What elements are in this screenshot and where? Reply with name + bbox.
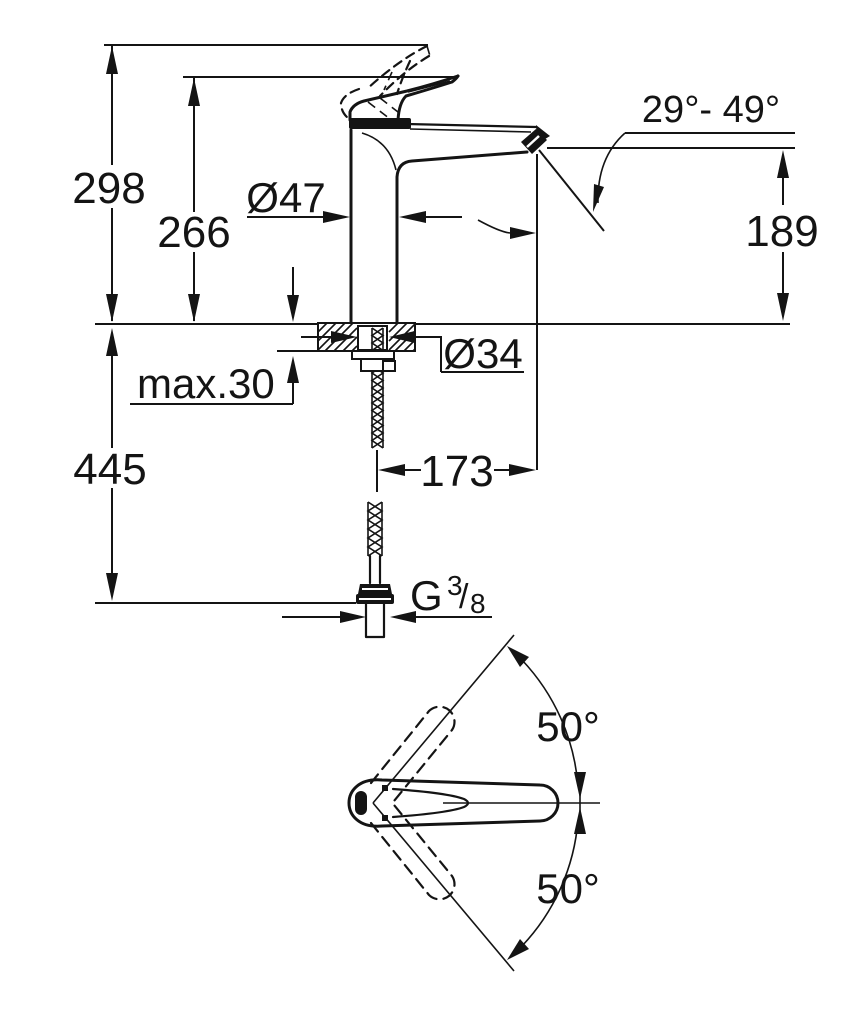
body-right-edge-spout-bottom bbox=[395, 150, 529, 325]
dim-outlet-height-label: 189 bbox=[745, 207, 818, 256]
handle-dot-lower bbox=[382, 815, 388, 821]
dim-swivel-lower: 50° bbox=[507, 807, 600, 960]
connector-tube bbox=[364, 602, 386, 639]
thread-label-slash: / bbox=[459, 578, 469, 616]
raised-handle-bottom-edge bbox=[378, 54, 431, 98]
dim-spray-angle-label: 29°- 49° bbox=[642, 89, 780, 131]
dim-swivel-upper-label: 50° bbox=[536, 703, 600, 750]
handle-swivel-dashed-positions bbox=[369, 705, 456, 901]
handle-top-edge bbox=[348, 74, 460, 122]
stream-angle-line bbox=[538, 149, 605, 232]
dim-overall-height-label: 298 bbox=[72, 164, 145, 213]
dim-spout-reach: 173 bbox=[378, 447, 536, 496]
spout-top-edge bbox=[405, 122, 538, 129]
top-view: 50° 50° bbox=[347, 634, 600, 972]
dim-max-deck-thickness-label: max.30 bbox=[137, 360, 275, 407]
handle-lowered bbox=[348, 74, 460, 122]
handle-dot-upper bbox=[382, 785, 388, 791]
dim-handle-height-label: 266 bbox=[157, 208, 230, 257]
dim-max-deck-thickness: max.30 bbox=[130, 267, 299, 407]
dim-shank-diameter: Ø34 bbox=[301, 330, 524, 377]
dim-spray-angle: 29°- 49° bbox=[477, 89, 780, 239]
washer bbox=[351, 350, 395, 360]
extension-lines bbox=[95, 44, 795, 604]
threaded-rod bbox=[370, 327, 385, 449]
dim-swivel-upper: 50° bbox=[507, 646, 600, 799]
handle-inner-line bbox=[407, 80, 451, 93]
raised-handle-top-edge bbox=[366, 44, 429, 90]
handle-hidden-line-1 bbox=[367, 101, 391, 120]
swivel-lower-limit-line bbox=[372, 802, 515, 972]
raised-handle-tip bbox=[426, 45, 431, 57]
dim-outlet-height: 189 bbox=[745, 150, 819, 321]
handle-raised-dashed bbox=[339, 44, 431, 120]
handle-top-view bbox=[347, 778, 560, 828]
handle-bottom-edge bbox=[396, 74, 460, 122]
dim-body-diameter: Ø47 bbox=[246, 174, 462, 223]
side-view: 298 266 Ø47 max.30 bbox=[72, 44, 819, 639]
braided-hose bbox=[366, 501, 384, 557]
dim-shank-diameter-label: Ø34 bbox=[443, 330, 522, 377]
dim-spout-reach-label: 173 bbox=[420, 447, 493, 496]
raised-handle-knob bbox=[339, 87, 361, 120]
thread-label-g: G bbox=[410, 572, 443, 619]
raised-handle-hidden bbox=[383, 71, 393, 91]
aerator-highlight bbox=[526, 135, 540, 148]
dim-overall-height: 298 bbox=[72, 46, 146, 322]
dim-thread: G 3 / 8 bbox=[282, 570, 492, 623]
dim-handle-height: 266 bbox=[157, 78, 231, 322]
handle-hidden-line-2 bbox=[379, 97, 399, 113]
dim-swivel-lower-label: 50° bbox=[536, 865, 600, 912]
hose-neck bbox=[368, 554, 382, 585]
spout-top-inner-edge bbox=[409, 128, 532, 133]
handle-lever-inner-edge bbox=[391, 787, 470, 819]
swivel-upper-limit-line bbox=[372, 634, 515, 804]
faucet-outline bbox=[349, 118, 550, 325]
supply-assembly bbox=[351, 327, 396, 639]
dim-body-diameter-label: Ø47 bbox=[246, 174, 325, 221]
handle-lever-outline bbox=[347, 778, 560, 828]
handle-position-upper-dashed bbox=[369, 705, 456, 803]
body-neck-curve bbox=[361, 132, 397, 171]
dim-below-deck-length: 445 bbox=[73, 328, 147, 601]
handle-position-lower-dashed bbox=[369, 803, 456, 901]
cartridge-cap-band bbox=[349, 118, 411, 129]
swivel-construction-lines bbox=[372, 634, 600, 972]
nut-step bbox=[382, 360, 396, 372]
handle-pivot-slot bbox=[355, 791, 367, 815]
thread-label-denominator: 8 bbox=[470, 588, 486, 619]
thread-label-numerator: 3 bbox=[447, 570, 463, 601]
raised-handle-neck bbox=[395, 59, 412, 96]
dim-below-deck-length-label: 445 bbox=[73, 445, 146, 494]
